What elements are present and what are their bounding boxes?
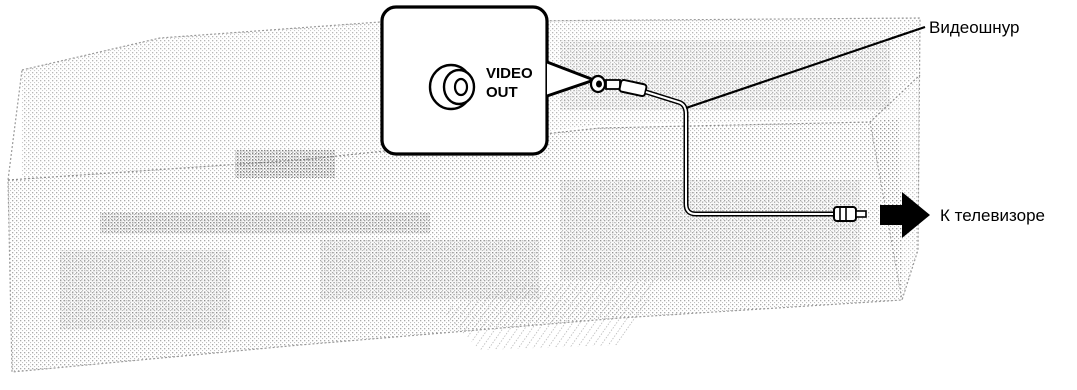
jack-label-out: OUT [486, 84, 518, 101]
rca-jack-icon [430, 65, 474, 109]
cable-label: Видеошнур [929, 18, 1019, 37]
rear-panel-block [560, 40, 890, 110]
rear-jack-icon [591, 76, 605, 92]
display-panel [235, 150, 335, 178]
jack-label-video: VIDEO [486, 65, 533, 82]
front-controls-right [560, 180, 860, 280]
tv-label: К телевизоре [940, 206, 1045, 225]
cassette-slot [100, 212, 430, 234]
front-controls-left [60, 250, 230, 330]
